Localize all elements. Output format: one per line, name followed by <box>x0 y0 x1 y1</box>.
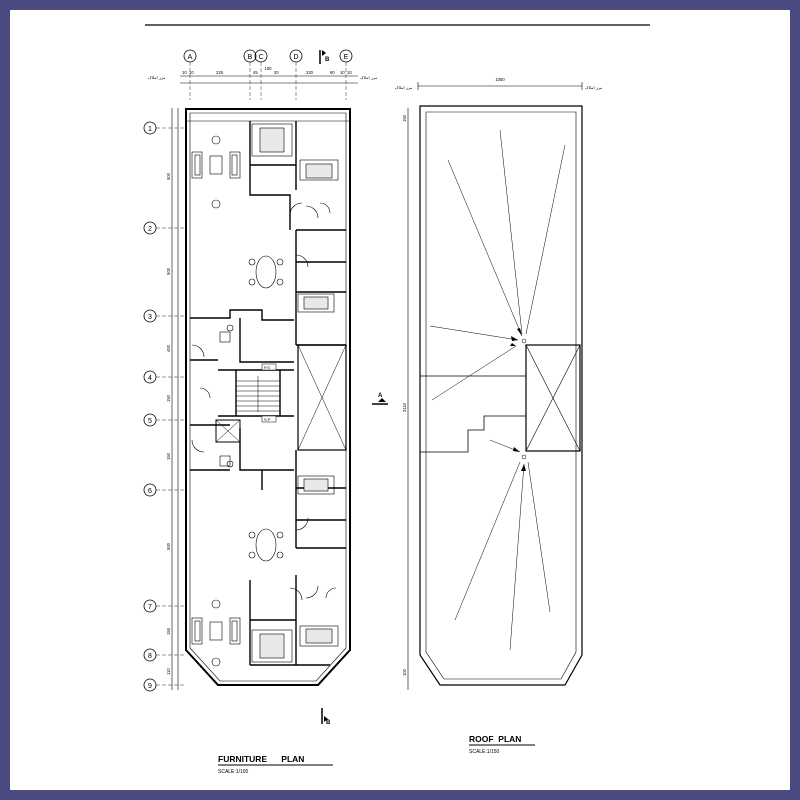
toilet-icon <box>219 455 231 467</box>
dim-s1: 500 <box>166 172 171 180</box>
furniture-plan-title-block: FURNITURE PLAN SCALE:1/100 <box>218 754 333 775</box>
axis-B-label: B <box>248 54 253 61</box>
bed-icon <box>251 123 293 157</box>
armchair-icon <box>211 657 221 667</box>
bed-icon <box>299 625 339 647</box>
axis-2-label: 2 <box>148 226 152 233</box>
axis-5-label: 5 <box>148 418 152 425</box>
drawing-sheet: A B C D E B 100 10 10 225 45 20 2 <box>10 10 790 790</box>
bed-icon <box>297 293 335 313</box>
sink-icon <box>226 324 234 332</box>
roof-top-dimension: 1050 مرز املاک مرز املاک <box>395 77 602 90</box>
top-dimension: 100 10 10 225 45 20 220 60 10 10 مرز امل… <box>148 66 377 84</box>
armchair-icon <box>211 599 221 609</box>
roof-side-dimension: 150 3110 100 <box>402 108 409 690</box>
axis-D-label: D <box>293 54 298 61</box>
roof-outline <box>419 105 583 686</box>
dim-t3: 45 <box>253 70 258 75</box>
roof-dim-s1: 3110 <box>402 402 407 412</box>
boundary-note-left: مرز املاک <box>148 75 165 80</box>
sofa-icon <box>229 617 241 645</box>
boundary-note-right: مرز املاک <box>360 75 377 80</box>
roof-dim-top: 1050 <box>495 77 505 82</box>
axis-C-label: C <box>258 54 263 61</box>
axis-4-label: 4 <box>148 375 152 382</box>
interior-walls <box>190 121 347 666</box>
door-swings <box>191 202 337 601</box>
furniture-plan: A B C D E B 100 10 10 225 45 20 2 <box>143 49 388 775</box>
roof-boundary-note-left: مرز املاک <box>395 85 412 90</box>
sofa-icon <box>191 617 203 645</box>
side-dimension: 500 500 400 150 150 500 155 110 <box>166 108 179 690</box>
bed-icon <box>299 159 339 181</box>
dim-t0: 10 <box>182 70 187 75</box>
coffee-table-icon <box>209 621 223 641</box>
stair-tag-bottom: S.P <box>264 417 271 422</box>
furniture-plan-title: FURNITURE PLAN <box>218 754 304 764</box>
dim-s6: 500 <box>166 542 171 550</box>
roof-dim-s2: 100 <box>402 668 407 676</box>
sink-icon <box>226 460 234 468</box>
roof-plan-scale: SCALE:1/150 <box>469 749 500 755</box>
bed-icon <box>251 629 293 663</box>
dim-t5: 220 <box>306 70 314 75</box>
dim-t6: 60 <box>330 70 335 75</box>
roof-slope-lines <box>429 129 566 651</box>
drain-icon <box>521 338 527 344</box>
roof-plan: 1050 مرز املاک مرز املاک 150 3110 100 <box>395 77 602 755</box>
dining-table-icon <box>255 528 277 562</box>
dim-t8: 10 <box>347 70 352 75</box>
stair-tag-top: P.S <box>264 365 270 370</box>
armchair-icon <box>211 199 221 209</box>
dim-s5: 150 <box>166 452 171 460</box>
furniture <box>191 123 339 667</box>
axis-7-label: 7 <box>148 604 152 611</box>
toilet-icon <box>219 331 231 343</box>
bed-icon <box>297 475 335 495</box>
drain-icon <box>521 454 527 460</box>
section-mark-bottom-label: B <box>326 720 331 726</box>
axis-6-label: 6 <box>148 488 152 495</box>
furniture-plan-scale: SCALE:1/100 <box>218 769 249 775</box>
coffee-table-icon <box>209 155 223 175</box>
sofa-icon <box>191 151 203 179</box>
section-mark-right-label: A <box>378 393 383 399</box>
dim-s3: 400 <box>166 344 171 352</box>
armchair-icon <box>211 135 221 145</box>
roof-slope-arrowheads <box>510 328 526 471</box>
axis-3-label: 3 <box>148 314 152 321</box>
staircase: P.S S.P <box>236 363 280 423</box>
dim-s2: 500 <box>166 267 171 275</box>
axis-E-label: E <box>344 54 349 61</box>
roof-plan-title: ROOF PLAN <box>469 734 521 744</box>
axis-1-label: 1 <box>148 126 152 133</box>
roof-boundary-note-right: مرز املاک <box>585 85 602 90</box>
architectural-drawing: A B C D E B 100 10 10 225 45 20 2 <box>143 24 650 775</box>
dim-s4: 150 <box>166 394 171 402</box>
section-mark-bottom: B <box>321 708 331 726</box>
axis-8-label: 8 <box>148 653 152 660</box>
dim-s9: 110 <box>166 668 171 675</box>
column-axes: A B C D E <box>183 49 353 100</box>
section-mark-top: B <box>319 50 330 64</box>
dim-t4: 20 <box>274 70 279 75</box>
sofa-icon <box>229 151 241 179</box>
building-outline <box>185 108 351 686</box>
section-mark-top-label: B <box>325 57 330 63</box>
dim-t1: 10 <box>189 70 194 75</box>
dim-t2: 225 <box>216 70 224 75</box>
roof-dim-s0: 150 <box>402 114 407 122</box>
dim-t7: 10 <box>340 70 345 75</box>
axis-A-label: A <box>188 54 193 61</box>
dim-s8: 155 <box>166 627 171 635</box>
row-axes: 1 2 3 4 5 6 7 8 9 <box>143 121 185 692</box>
axis-9-label: 9 <box>148 683 152 690</box>
dining-table-icon <box>255 255 277 289</box>
dim-overall: 100 <box>265 66 273 71</box>
roof-plan-title-block: ROOF PLAN SCALE:1/150 <box>469 734 535 755</box>
section-mark-right: A <box>372 393 388 405</box>
